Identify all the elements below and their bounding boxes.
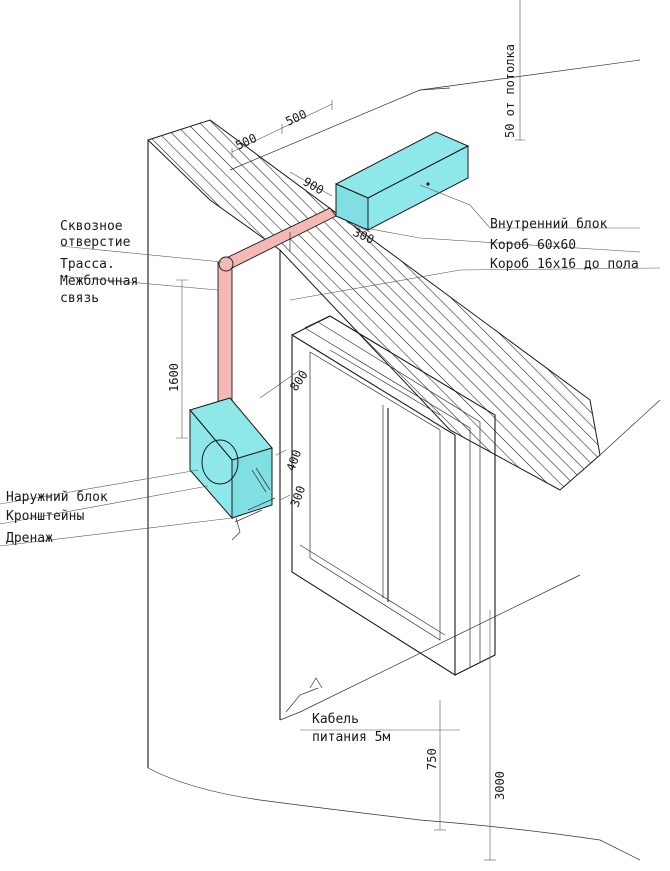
label-duct-60: Короб 60х60	[490, 238, 576, 253]
outdoor-unit	[189, 397, 276, 541]
dimension-lines	[176, 0, 525, 861]
dim-800: 800	[287, 368, 311, 394]
label-outdoor-unit: Наружний блок	[6, 490, 108, 505]
refrigerant-route	[217, 207, 337, 409]
wall-outline	[147, 140, 641, 861]
labels: Сквозное отверстие Трасса. Межблочная св…	[6, 217, 639, 745]
label-cable-1: Кабель	[312, 712, 359, 727]
label-through-hole-2: отверстие	[60, 235, 131, 250]
label-drain: Дренаж	[6, 531, 53, 546]
dim-3000: 3000	[493, 771, 507, 800]
fan-grille-icon	[201, 439, 239, 485]
label-route-1: Трасса.	[60, 257, 115, 272]
label-indoor-unit: Внутренний блок	[490, 217, 608, 232]
dim-500-right: 500	[283, 107, 309, 129]
dim-300b: 300	[288, 484, 309, 509]
label-through-hole-1: Сквозное	[60, 219, 123, 234]
label-route-3: связь	[60, 291, 99, 306]
dim-1600: 1600	[167, 363, 181, 392]
dim-400: 400	[284, 448, 305, 473]
leader-lines	[0, 184, 661, 731]
window	[291, 315, 496, 676]
indoor-unit	[334, 131, 470, 231]
label-cable-2: питания 5м	[312, 730, 390, 745]
label-route-2: Межблочная	[60, 274, 138, 289]
label-duct-16: Короб 16х16 до пола	[490, 257, 639, 272]
dim-500-left: 500	[233, 131, 259, 153]
dim-750: 750	[425, 748, 439, 770]
dim-from-ceiling: 50 от потолка	[503, 44, 517, 138]
label-brackets: Кронштейны	[6, 509, 84, 524]
